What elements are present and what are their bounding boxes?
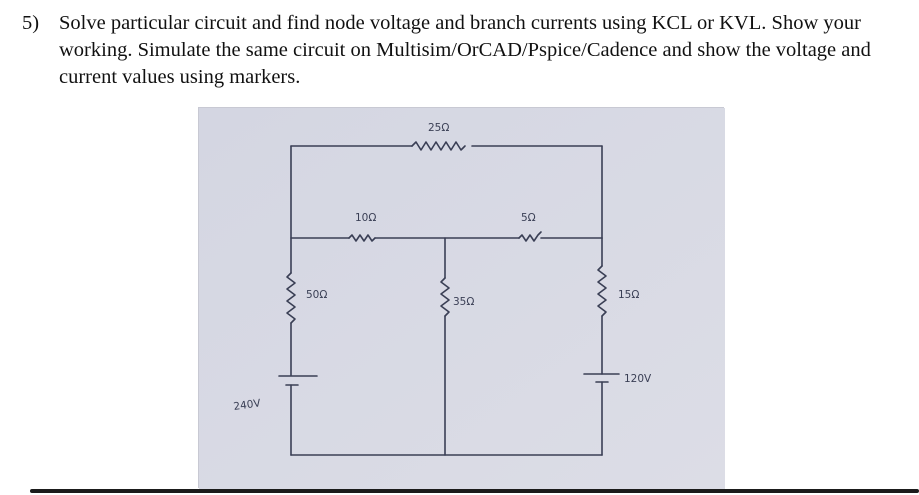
resistor-35-center (440, 277, 450, 317)
resistor-5-mid (518, 231, 542, 242)
label-50-ohm: 50Ω (306, 289, 327, 301)
resistor-15-right (597, 265, 607, 317)
label-120-volt: 120V (624, 373, 652, 385)
label-25-ohm: 25Ω (428, 122, 449, 134)
circuit-diagram: 25Ω 10Ω 5Ω 50Ω 35Ω 15Ω 240V 120V (199, 108, 725, 489)
label-15-ohm: 15Ω (618, 289, 639, 301)
question: 5) Solve particular circuit and find nod… (22, 10, 914, 91)
question-text: Solve particular circuit and find node v… (59, 12, 871, 88)
label-35-ohm: 35Ω (453, 296, 474, 308)
label-10-ohm: 10Ω (355, 212, 376, 224)
label-5-ohm: 5Ω (521, 212, 536, 224)
resistor-10-mid (348, 234, 376, 242)
resistor-50-left (286, 272, 296, 324)
bottom-divider (30, 489, 919, 493)
label-240-volt: 240V (233, 397, 262, 413)
circuit-photo: 25Ω 10Ω 5Ω 50Ω 35Ω 15Ω 240V 120V (198, 107, 725, 489)
resistor-25-top (411, 141, 466, 151)
question-number: 5) (22, 12, 40, 34)
